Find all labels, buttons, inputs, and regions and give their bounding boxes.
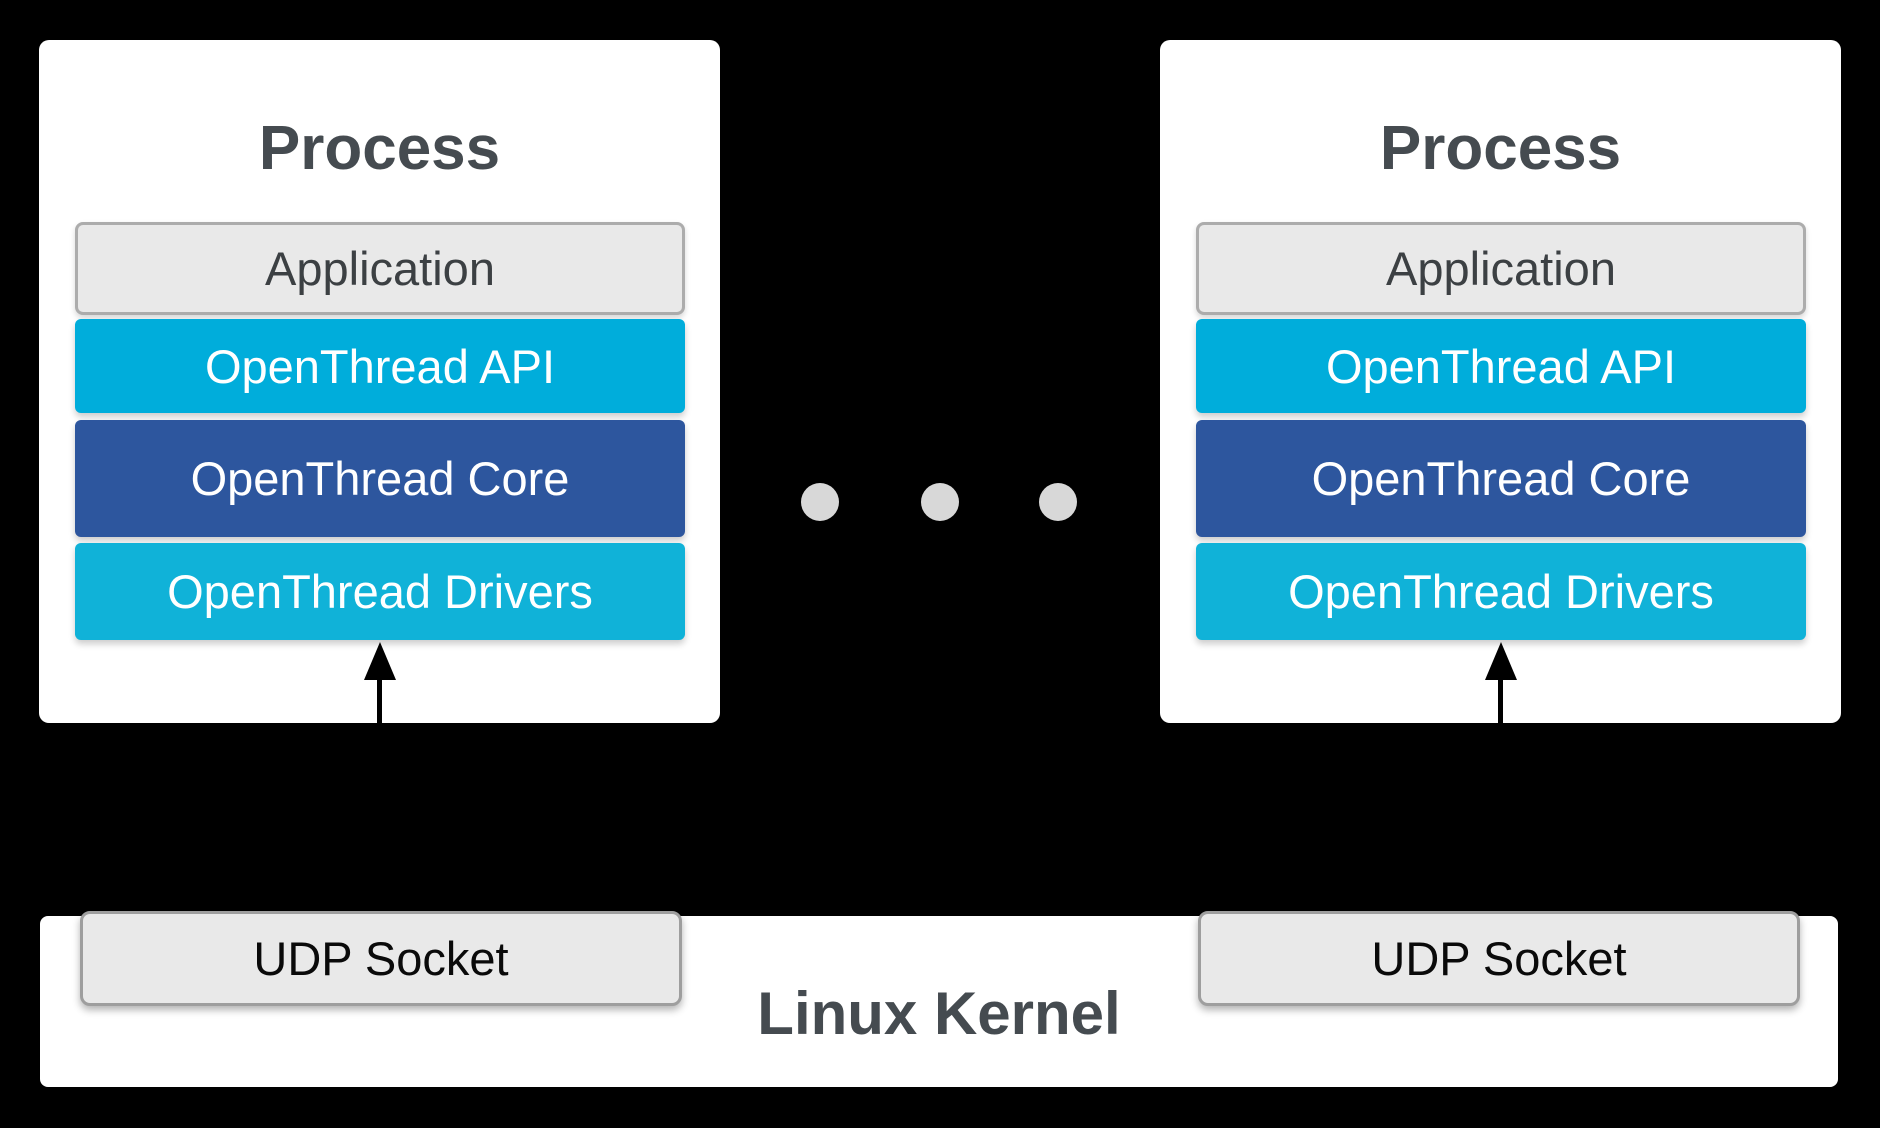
udp-socket-box-left: UDP Socket <box>80 911 682 1006</box>
layer-openthread-drivers: OpenThread Drivers <box>1196 543 1806 640</box>
up-arrow-shaft <box>377 678 382 723</box>
layer-application-label: Application <box>265 242 495 295</box>
udp-socket-label: UDP Socket <box>253 932 509 985</box>
ellipsis-dot <box>801 483 839 521</box>
process-title: Process <box>258 114 501 183</box>
layer-openthread-api-label: OpenThread API <box>204 339 556 393</box>
layer-application: Application <box>75 222 685 315</box>
layer-openthread-core: OpenThread Core <box>75 420 685 537</box>
process-box-right: Process Application OpenThread API OpenT… <box>1160 40 1841 723</box>
layer-openthread-drivers-label: OpenThread Drivers <box>167 565 593 618</box>
layer-openthread-core: OpenThread Core <box>1196 420 1806 537</box>
layer-application-label: Application <box>1386 242 1616 295</box>
ellipsis-dot <box>1039 483 1077 521</box>
layer-openthread-core-label: OpenThread Core <box>1311 452 1691 505</box>
linux-kernel-label: Linux Kernel <box>757 980 1121 1047</box>
process-title: Process <box>1379 114 1622 183</box>
up-arrow-icon <box>364 642 396 680</box>
linux-kernel-bar: UDP Socket UDP Socket Linux Kernel <box>40 911 1838 1087</box>
udp-socket-label: UDP Socket <box>1371 932 1627 985</box>
up-arrow-icon <box>1485 642 1517 680</box>
layer-openthread-api-label: OpenThread API <box>1325 339 1677 393</box>
layer-openthread-api: OpenThread API <box>1196 319 1806 413</box>
layer-openthread-api: OpenThread API <box>75 319 685 413</box>
process-box-left: Process Application OpenThread API OpenT… <box>39 40 720 723</box>
layer-openthread-drivers-label: OpenThread Drivers <box>1288 565 1714 618</box>
layer-openthread-core-label: OpenThread Core <box>190 452 570 505</box>
up-arrow-shaft <box>1498 678 1503 723</box>
ellipsis-dot <box>921 483 959 521</box>
layer-openthread-drivers: OpenThread Drivers <box>75 543 685 640</box>
udp-socket-box-right: UDP Socket <box>1198 911 1800 1006</box>
layer-application: Application <box>1196 222 1806 315</box>
